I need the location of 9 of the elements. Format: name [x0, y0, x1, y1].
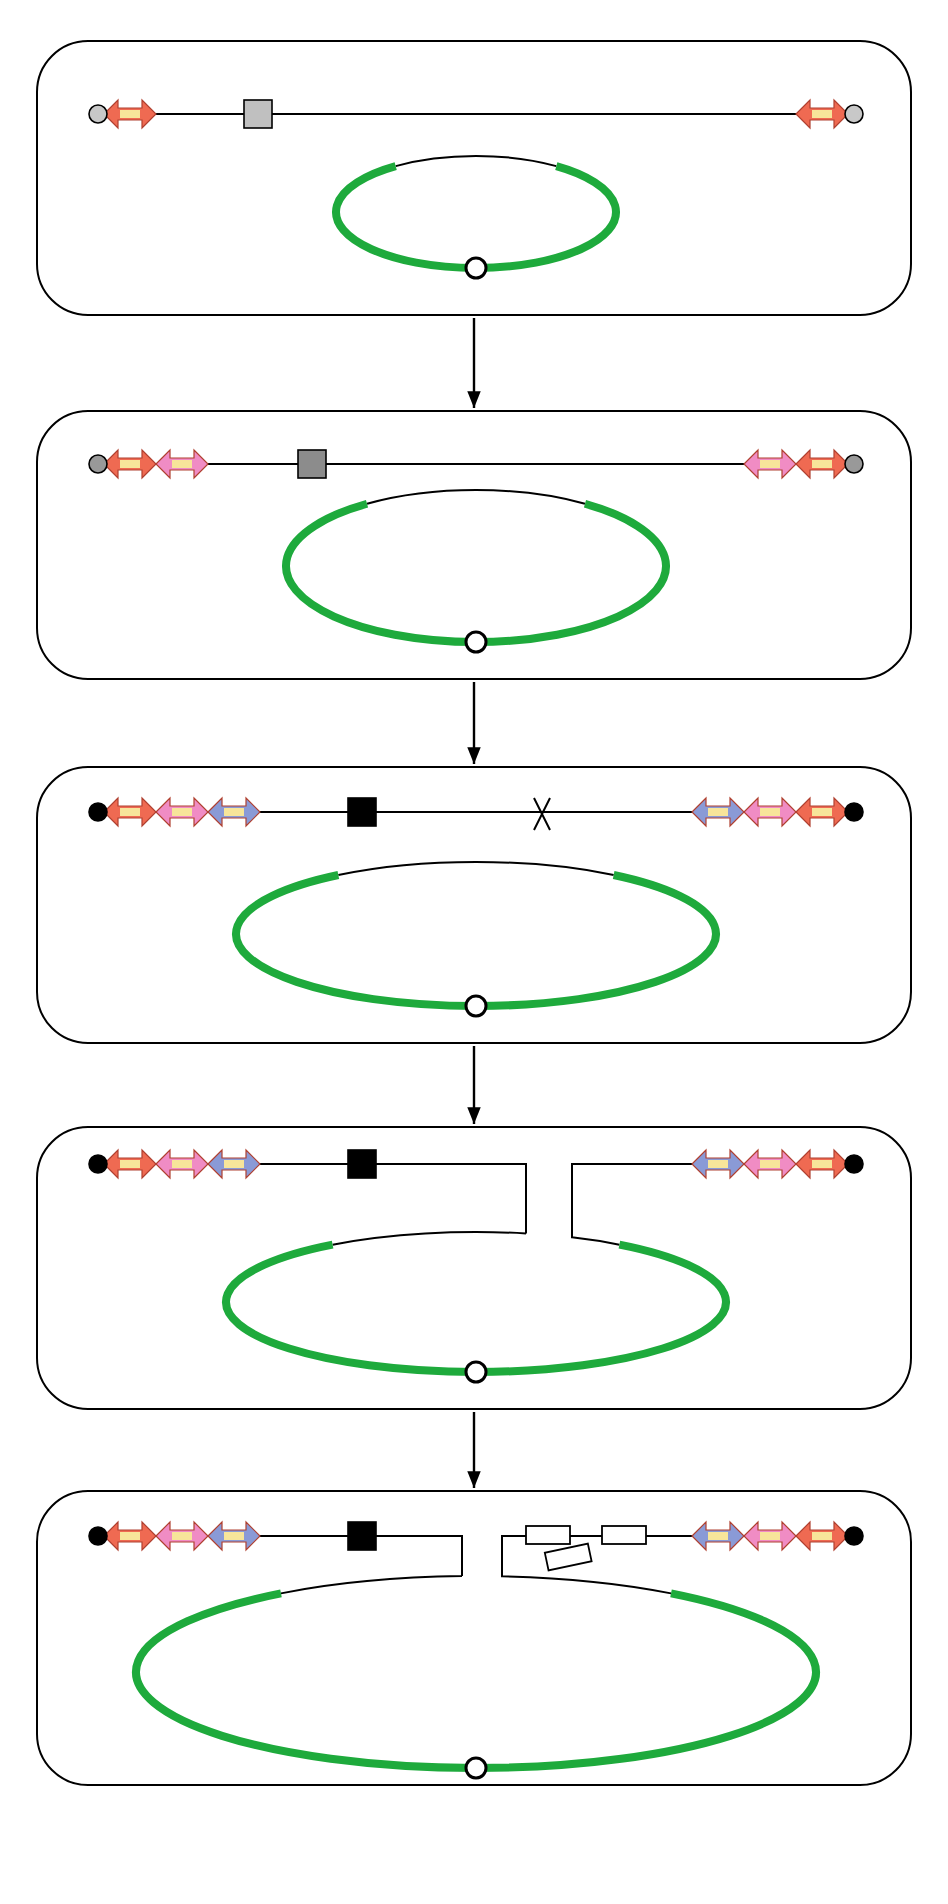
arrow [467, 682, 481, 764]
panel-box [36, 1126, 912, 1410]
panel-box [36, 410, 912, 680]
arrow [467, 318, 481, 408]
arrow [467, 1412, 481, 1488]
panel-box [36, 1490, 912, 1786]
panel-box [36, 40, 912, 316]
panel-box [36, 766, 912, 1044]
arrow [467, 1046, 481, 1124]
